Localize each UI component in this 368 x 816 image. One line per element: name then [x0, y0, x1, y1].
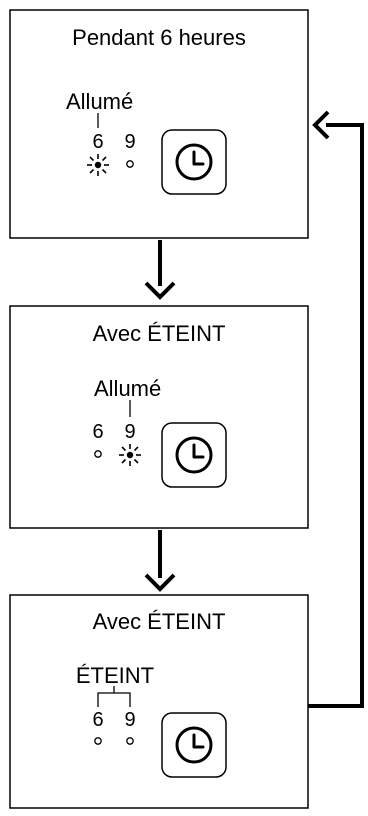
arrow-down-icon	[144, 240, 176, 300]
panel-2-frame	[9, 305, 309, 529]
clock-icon[interactable]	[160, 128, 228, 196]
panel-3-digit-6: 6	[92, 709, 103, 731]
unlit-led-icon	[94, 737, 102, 745]
unlit-led-icon	[94, 450, 102, 458]
panel-1-digit-9: 9	[124, 131, 135, 153]
panel-1-status-label: Allumé	[66, 89, 133, 114]
blinking-led-icon	[118, 443, 142, 467]
panel-1-frame	[9, 9, 309, 239]
unlit-led-icon	[126, 737, 134, 745]
panel-1: Pendant 6 heures Allumé 6 9	[9, 9, 309, 239]
panel-1-digit-6: 6	[92, 131, 103, 153]
arrow-down-icon	[144, 530, 176, 592]
panel-1-title: Pendant 6 heures	[72, 25, 246, 50]
clock-icon[interactable]	[160, 711, 228, 779]
blinking-led-icon	[86, 153, 110, 177]
panel-2-title: Avec ÉTEINT	[93, 321, 226, 346]
clock-icon[interactable]	[160, 421, 228, 489]
panel-2-digit-9: 9	[124, 421, 135, 443]
panel-3-digit-9: 9	[124, 709, 135, 731]
panel-3-title: Avec ÉTEINT	[93, 609, 226, 634]
return-arrow-icon	[308, 110, 364, 708]
panel-2-status-label: Allumé	[94, 376, 161, 401]
panel-2-digit-6: 6	[92, 421, 103, 443]
unlit-led-icon	[126, 160, 134, 168]
panel-3: Avec ÉTEINT ÉTEINT 6 9	[9, 594, 309, 809]
panel-3-status-label: ÉTEINT	[76, 663, 154, 688]
panel-3-frame	[9, 594, 309, 809]
panel-2: Avec ÉTEINT Allumé 6 9	[9, 305, 309, 529]
